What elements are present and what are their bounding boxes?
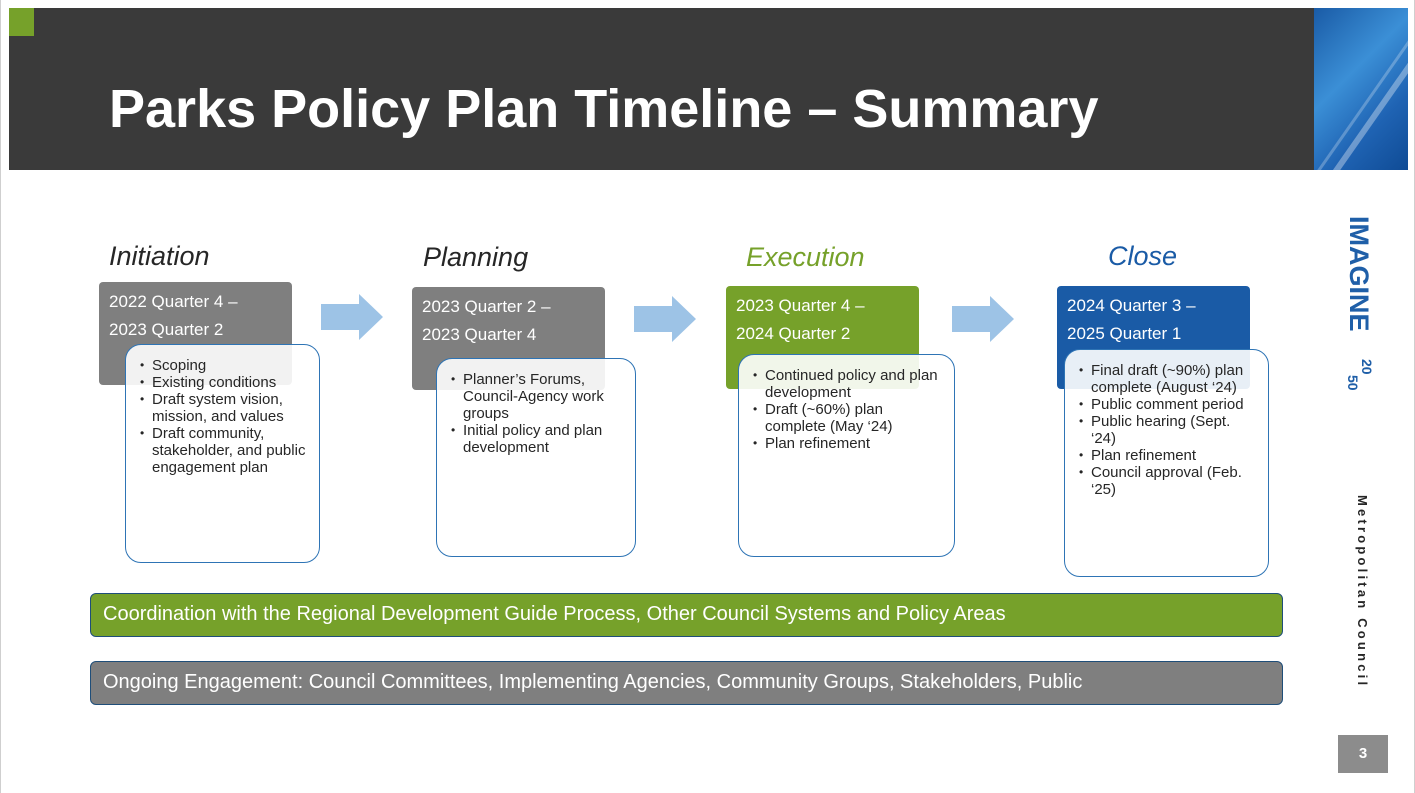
coordination-band: Coordination with the Regional Developme… (90, 593, 1283, 637)
decorative-corner-graphic (1314, 8, 1408, 170)
phase-details-initiation: Scoping Existing conditions Draft system… (125, 344, 320, 563)
phase-start-date: 2022 Quarter 4 – (109, 292, 238, 311)
engagement-band: Ongoing Engagement: Council Committees, … (90, 661, 1283, 705)
bullet-item: Public hearing (Sept. ‘24) (1079, 413, 1258, 447)
phase-title-execution: Execution (746, 242, 865, 272)
phase-start-date: 2023 Quarter 2 – (422, 297, 551, 316)
bullet-item: Initial policy and plan development (451, 422, 625, 456)
bullet-item: Draft community, stakeholder, and public… (140, 425, 309, 476)
bullet-item: Public comment period (1079, 396, 1258, 413)
phase-title-initiation: Initiation (109, 241, 210, 271)
bullet-item: Council approval (Feb. ‘25) (1079, 464, 1258, 498)
bullet-item: Draft (~60%) plan complete (May ‘24) (753, 401, 944, 435)
bullet-item: Plan refinement (1079, 447, 1258, 464)
logo-imagine-text: IMAGINE (1346, 216, 1374, 332)
phase-end-date: 2023 Quarter 4 (422, 325, 537, 344)
phase-title-close: Close (1108, 241, 1178, 271)
bullet-item: Continued policy and plan development (753, 367, 944, 401)
imagine-2050-logo: IMAGINE 20 50 (1346, 216, 1375, 391)
slide-title: Parks Policy Plan Timeline – Summary (109, 79, 1099, 139)
bullet-item: Draft system vision, mission, and values (140, 391, 309, 425)
title-bar (9, 8, 1314, 170)
bullet-item: Final draft (~90%) plan complete (August… (1079, 362, 1258, 396)
bullet-item: Scoping (140, 357, 309, 374)
org-name: Metropolitan Council (1355, 495, 1370, 688)
logo-year-bottom: 50 (1346, 375, 1361, 391)
accent-square (9, 8, 34, 36)
phase-end-date: 2023 Quarter 2 (109, 320, 224, 339)
phase-start-date: 2024 Quarter 3 – (1067, 296, 1196, 315)
phase-details-planning: Planner’s Forums, Council-Agency work gr… (436, 358, 636, 557)
page-number: 3 (1338, 735, 1388, 773)
bullet-item: Planner’s Forums, Council-Agency work gr… (451, 371, 625, 422)
phase-details-close: Final draft (~90%) plan complete (August… (1064, 349, 1269, 577)
phase-end-date: 2024 Quarter 2 (736, 324, 851, 343)
arrow-right-icon (321, 294, 383, 340)
bullet-item: Plan refinement (753, 435, 944, 452)
logo-year-top: 20 (1359, 359, 1375, 375)
arrow-right-icon (952, 296, 1014, 342)
phase-title-planning: Planning (423, 242, 529, 272)
phase-details-execution: Continued policy and plan development Dr… (738, 354, 955, 557)
phase-end-date: 2025 Quarter 1 (1067, 324, 1182, 343)
phase-start-date: 2023 Quarter 4 – (736, 296, 865, 315)
arrow-right-icon (634, 296, 696, 342)
org-name-text: Metropolitan Council (1355, 495, 1370, 688)
bullet-item: Existing conditions (140, 374, 309, 391)
